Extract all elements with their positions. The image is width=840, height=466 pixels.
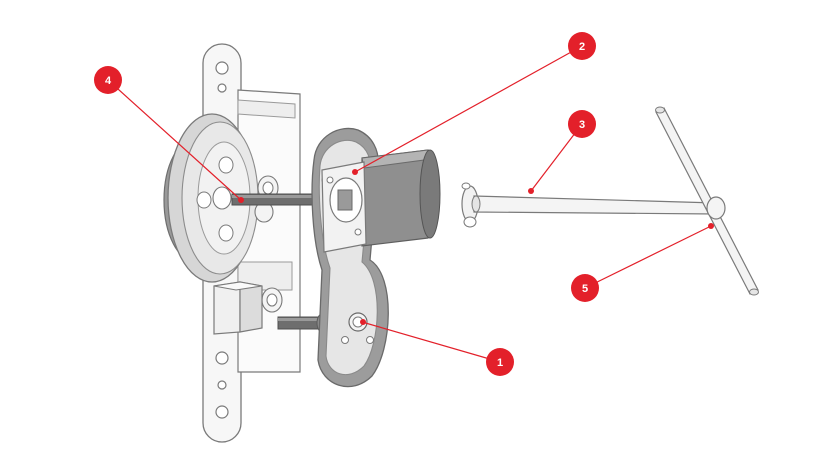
callout-label-2: 2: [579, 41, 585, 53]
t-handle: [655, 106, 759, 296]
leader-lines: [107, 45, 712, 363]
center-shaft: [231, 193, 313, 206]
callout-5: 5: [571, 274, 599, 302]
screw-post: [218, 156, 234, 174]
callout-3: 3: [568, 110, 596, 138]
screw-post: [196, 191, 212, 209]
callout-label-3: 3: [579, 119, 585, 131]
anchor-dot-3: [528, 188, 534, 194]
callout-2: 2: [568, 32, 596, 60]
anchor-dot-4: [238, 197, 244, 203]
callout-label-4: 4: [105, 75, 112, 87]
anchor-dot-1: [360, 319, 366, 325]
faceplate-hole: [215, 61, 229, 75]
connecting-rod: [461, 182, 717, 228]
faceplate-hole: [215, 405, 229, 419]
anchor-dot-2: [352, 169, 358, 175]
leader-line-4: [107, 79, 242, 201]
door-knob-rose: [163, 113, 259, 283]
mounting-nuts: [254, 175, 283, 313]
leader-line-5: [584, 225, 712, 289]
anchor-dots: [238, 169, 714, 325]
callout-label-1: 1: [497, 357, 503, 369]
leader-line-1: [361, 321, 501, 363]
callout-1: 1: [486, 348, 514, 376]
screw-post: [218, 224, 234, 242]
callout-4: 4: [94, 66, 122, 94]
faceplate-hole: [217, 83, 227, 93]
leader-line-2: [354, 45, 583, 173]
faceplate-hole: [215, 351, 229, 365]
spindle-drive-housing: [321, 149, 441, 253]
callout-label-5: 5: [582, 283, 588, 295]
leader-line-3: [530, 123, 583, 192]
faceplate-hole: [217, 380, 227, 390]
spindle-hub: [212, 186, 232, 210]
latch-block: [213, 281, 263, 335]
anchor-dot-5: [708, 223, 714, 229]
